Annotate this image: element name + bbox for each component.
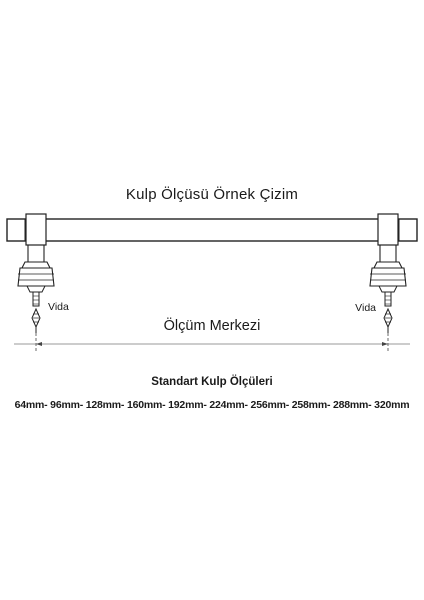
standard-sizes-title: Standart Kulp Ölçüleri [151, 376, 273, 388]
handle-drawing: Vida Vida Ölçüm Merkezi [6, 213, 418, 352]
handle-bar [6, 218, 418, 242]
screw-left-icon [31, 307, 41, 333]
left-post [17, 213, 55, 307]
screw-right-icon [383, 307, 393, 333]
standard-sizes-list: 64mm- 96mm- 128mm- 160mm- 192mm- 224mm- … [14, 399, 410, 411]
screw-label-right: Vida [355, 302, 376, 314]
diagram-title: Kulp Ölçüsü Örnek Çizim [125, 186, 299, 203]
dimension-arrow-left [36, 342, 42, 346]
right-post [369, 213, 407, 307]
screw-label-left: Vida [48, 301, 69, 313]
dimension-arrow-right [382, 342, 388, 346]
measure-center-label: Ölçüm Merkezi [164, 316, 261, 334]
